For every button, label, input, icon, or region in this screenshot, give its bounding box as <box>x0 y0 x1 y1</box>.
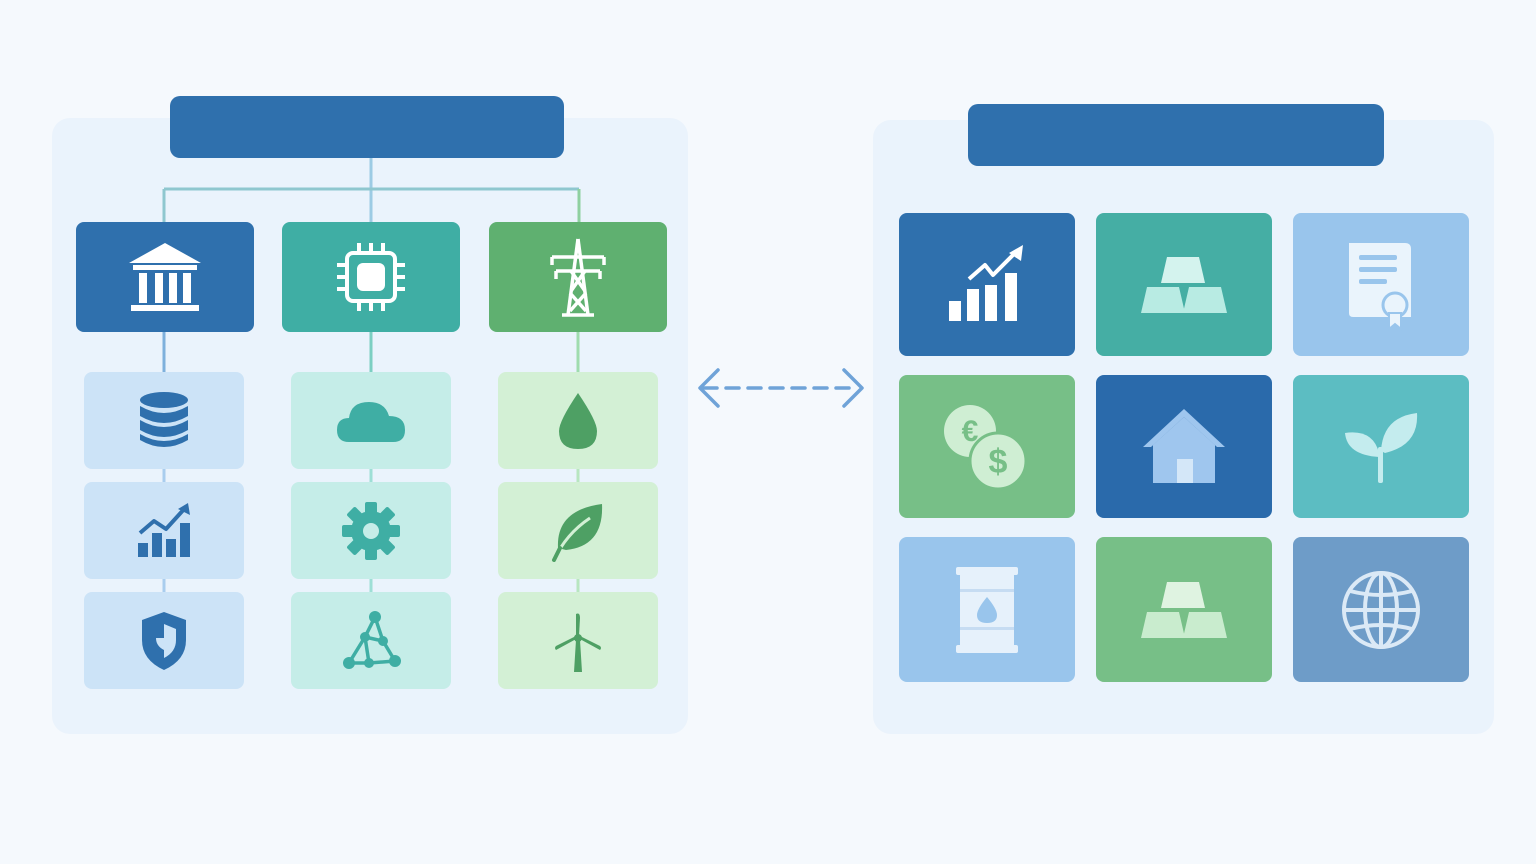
category-tile-technology <box>282 222 460 332</box>
bidirectional-arrow <box>698 368 864 408</box>
svg-text:€: € <box>962 415 979 448</box>
grid-tile-bonds <box>1293 213 1469 356</box>
tree-connectors <box>162 158 581 594</box>
cloud-icon <box>337 401 405 442</box>
wind-turbine-icon <box>555 613 601 672</box>
left-group-header <box>170 96 564 158</box>
power-tower-icon <box>550 238 606 317</box>
grid-tile-global <box>1293 537 1469 682</box>
item-tile-growth <box>84 482 244 579</box>
grid-tile-agriculture <box>1293 375 1469 518</box>
database-icon <box>140 391 188 447</box>
item-tile-cloud <box>291 372 451 469</box>
sprout-icon <box>1345 412 1418 483</box>
grid-tile-currencies: € $ <box>899 375 1075 518</box>
house-icon <box>1143 408 1225 483</box>
chip-icon <box>337 243 405 311</box>
item-tile-data <box>84 372 244 469</box>
grid-tile-gold-2 <box>1096 537 1272 682</box>
bar-chart-up-icon <box>949 244 1023 321</box>
item-tile-sustainability <box>498 482 658 579</box>
growth-chart-icon <box>138 502 190 557</box>
gold-bars-icon <box>1141 256 1227 313</box>
category-tile-finance <box>76 222 254 332</box>
grid-tile-equities <box>899 213 1075 356</box>
certificate-icon <box>1349 242 1411 331</box>
item-tile-water <box>498 372 658 469</box>
bank-icon <box>129 243 201 311</box>
item-tile-network <box>291 592 451 689</box>
gold-bars-icon <box>1141 581 1227 638</box>
grid-tile-oil <box>899 537 1075 682</box>
currency-exchange-icon: € $ <box>944 404 1028 490</box>
shield-icon <box>142 611 186 670</box>
item-tile-automation <box>291 482 451 579</box>
globe-icon <box>1342 570 1420 649</box>
network-icon <box>343 610 401 669</box>
oil-barrel-icon <box>956 566 1018 653</box>
item-tile-security <box>84 592 244 689</box>
category-tile-energy <box>489 222 667 332</box>
item-tile-wind <box>498 592 658 689</box>
grid-tile-real-estate <box>1096 375 1272 518</box>
gear-icon <box>342 501 400 560</box>
right-group-header <box>968 104 1384 166</box>
grid-tile-gold-1 <box>1096 213 1272 356</box>
leaf-icon <box>552 503 603 562</box>
svg-text:$: $ <box>989 443 1008 481</box>
water-drop-icon <box>559 392 597 449</box>
